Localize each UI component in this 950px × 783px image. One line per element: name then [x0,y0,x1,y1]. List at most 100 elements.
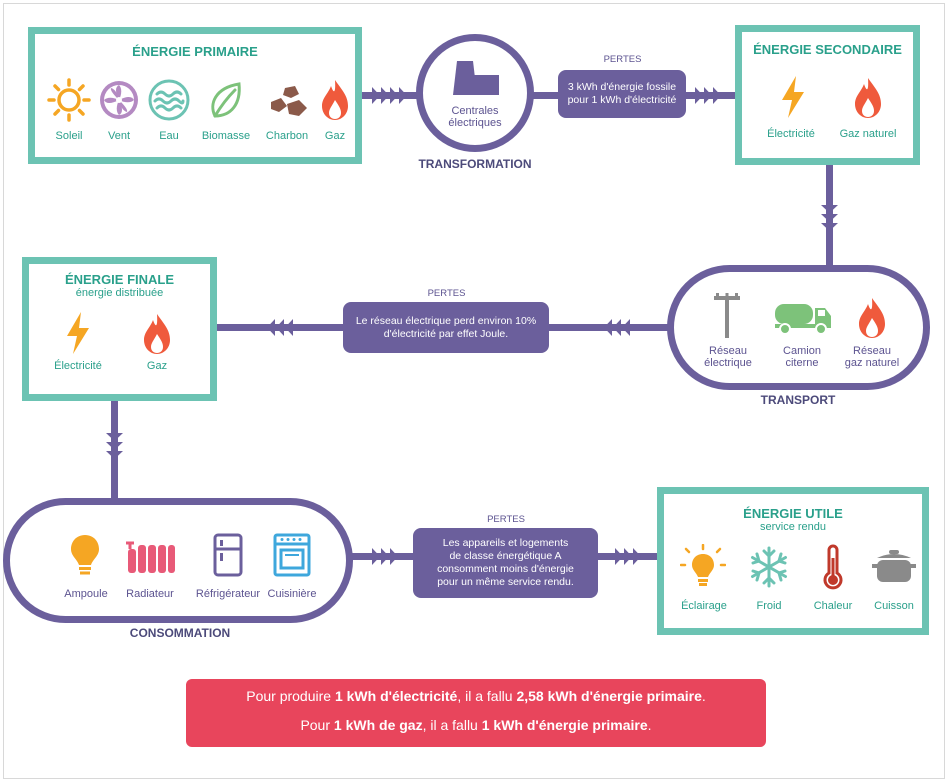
label-soleil: Soleil [55,130,83,142]
summary-line-2-c: , il a fallu [422,717,482,733]
flame-icon [144,314,170,354]
secondary-energy-box: ÉNERGIE SECONDAIRE Électricité Gaz natur… [735,25,920,165]
summary-line-2-d: 1 kWh d'énergie primaire [481,717,648,733]
cooking-pot-icon [872,550,916,582]
water-icon [148,79,190,121]
flame-icon [855,78,881,118]
arrow-consumption-to-loss [352,548,417,565]
loss-text-1a: 3 kWh d'énergie fossile [567,81,677,93]
label-eclairage: Éclairage [681,600,727,612]
label-electricite-secondary: Électricité [767,128,815,140]
consumption-stadium: Ampoule Radiateur Réfrigérateur Cuisiniè… [3,498,353,623]
final-energy-box: ÉNERGIE FINALE énergie distribuée Électr… [22,257,217,401]
useful-energy-box: ÉNERGIE UTILE service rendu Éclairage Fr… [657,487,929,635]
summary-line-2-a: Pour [300,717,334,733]
summary-line-1-c: , il a fallu [457,688,517,704]
summary-line-1-a: Pour produire [246,688,335,704]
label-charbon: Charbon [265,130,309,142]
arrow-loss-to-final [217,319,345,336]
thermometer-icon [823,544,843,590]
snowflake-icon [751,546,787,588]
label-camion-1: Camion [783,345,821,357]
primary-energy-title: ÉNERGIE PRIMAIRE [132,44,258,59]
summary-line-1-d: 2,58 kWh d'énergie primaire [516,688,702,704]
pertes-label-2: PERTES [427,288,466,299]
useful-energy-subtitle: service rendu [759,521,827,533]
summary-line-2-b: 1 kWh de gaz [333,717,423,733]
transport-stadium: Réseau électrique Camion citerne Réseau … [667,265,930,390]
loss-pill-consumption: Les appareils et logements de classe éne… [413,528,598,598]
flame-icon [859,298,885,338]
label-refrigerateur: Réfrigérateur [195,588,261,600]
summary-line-1-e: . [701,688,706,704]
stove-icon [273,533,311,577]
glowing-bulb-icon [680,544,726,586]
bar-plants-to-loss [530,92,560,99]
label-eau: Eau [159,130,179,142]
primary-energy-box: ÉNERGIE PRIMAIRE Soleil Vent [28,27,362,164]
final-energy-title: ÉNERGIE FINALE [64,272,175,287]
label-cuisson: Cuisson [874,600,914,612]
label-cuisiniere: Cuisinière [267,588,317,600]
diagram-frame [3,3,945,779]
label-chaleur: Chaleur [813,600,853,612]
power-plant-icon [453,61,499,95]
loss-text-3a: Les appareils et logements [442,537,569,549]
leaf-icon [211,82,241,118]
arrow-final-to-consumption [106,400,123,503]
pertes-label-3: PERTES [487,514,525,525]
power-plant-label-2: électriques [448,117,502,129]
label-ampoule: Ampoule [64,588,108,600]
radiator-icon [126,541,175,573]
label-reseau-gaz-2: gaz naturel [844,357,900,369]
loss-text-3c: consomment moins d'énergie [437,563,574,575]
wind-turbine-icon [100,81,138,119]
useful-energy-title: ÉNERGIE UTILE [743,506,843,521]
transformation-caption: TRANSFORMATION [418,157,532,171]
loss-text-3b: de classe énergétique A [449,550,562,562]
label-froid: Froid [756,600,782,612]
loss-pill-transformation: 3 kWh d'énergie fossile pour 1 kWh d'éle… [558,70,686,118]
label-radiateur: Radiateur [126,588,174,600]
final-energy-subtitle: énergie distribuée [75,287,164,299]
summary-line-2: Pour 1 kWh de gaz, il a fallu 1 kWh d'én… [186,717,766,733]
label-biomasse: Biomasse [201,130,251,142]
sun-icon [47,78,91,122]
loss-pill-transport: Le réseau électrique perd environ 10% d'… [343,302,549,353]
label-gaz: Gaz [324,130,346,142]
summary-line-1: Pour produire 1 kWh d'électricité, il a … [186,688,766,704]
loss-text-3d: pour un même service rendu. [437,576,574,588]
power-plant-label-1: Centrales [451,105,499,117]
light-bulb-icon [71,535,99,575]
summary-banner: Pour produire 1 kWh d'électricité, il a … [186,679,766,747]
consumption-caption: CONSOMMATION [129,626,231,640]
label-reseau-electrique-1: Réseau [709,345,747,357]
arrow-loss-to-useful [598,548,660,565]
summary-line-2-e: . [647,717,652,733]
loss-text-2a: Le réseau électrique perd environ 10% [355,314,537,327]
pertes-label-1: PERTES [603,54,642,65]
label-vent: Vent [107,130,131,142]
label-camion-2: citerne [785,357,819,369]
flame-icon [322,80,348,120]
power-plant-node: Centrales électriques [416,34,534,152]
secondary-energy-title: ÉNERGIE SECONDAIRE [753,42,902,57]
arrow-primary-to-plants [362,87,417,104]
loss-text-1b: pour 1 kWh d'électricité [567,94,677,106]
loss-text-2b: d'électricité par effet Joule. [383,327,509,340]
arrow-transport-to-loss [548,319,670,336]
label-gaz-naturel-secondary: Gaz naturel [839,128,897,140]
power-pole-icon [714,293,740,338]
summary-line-1-b: 1 kWh d'électricité [334,688,458,704]
tanker-truck-icon [775,304,831,335]
label-reseau-gaz-1: Réseau [853,345,891,357]
lightning-icon [782,76,804,118]
lightning-icon [67,312,89,354]
transport-caption: TRANSPORT [760,393,836,407]
fridge-icon [213,533,243,577]
label-electricite-final: Électricité [54,360,102,372]
label-gaz-final: Gaz [146,360,168,372]
arrow-secondary-to-transport [821,165,838,270]
label-reseau-electrique-2: électrique [704,357,752,369]
